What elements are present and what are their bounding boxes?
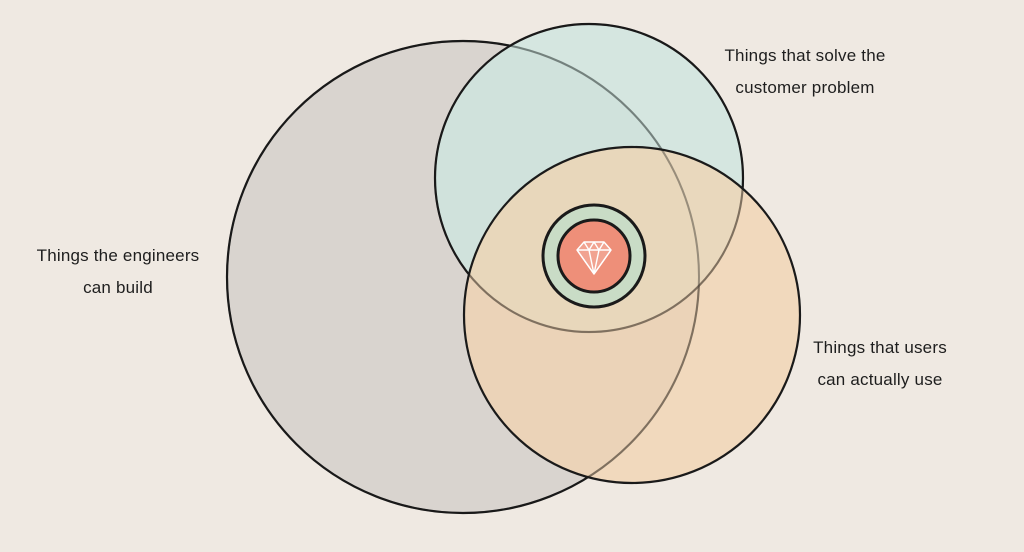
engineers-label-line-1: Things the engineers (36, 246, 200, 265)
users-label-line-1: Things that users (813, 338, 947, 357)
engineers-circle-outline (226, 40, 700, 514)
core-circle (556, 218, 632, 294)
customer-circle-outline (434, 23, 744, 333)
engineers-label: Things the engineers can build (18, 240, 218, 304)
customer-label-line-2: customer problem (735, 78, 875, 97)
users-circle (462, 145, 802, 485)
customer-label: Things that solve the customer problem (700, 40, 910, 104)
users-label: Things that users can actually use (790, 332, 970, 396)
engineers-label-line-2: can build (83, 278, 153, 297)
customer-label-line-1: Things that solve the (724, 46, 886, 65)
users-label-line-2: can actually use (817, 370, 943, 389)
diamond-gem-icon (576, 241, 612, 275)
